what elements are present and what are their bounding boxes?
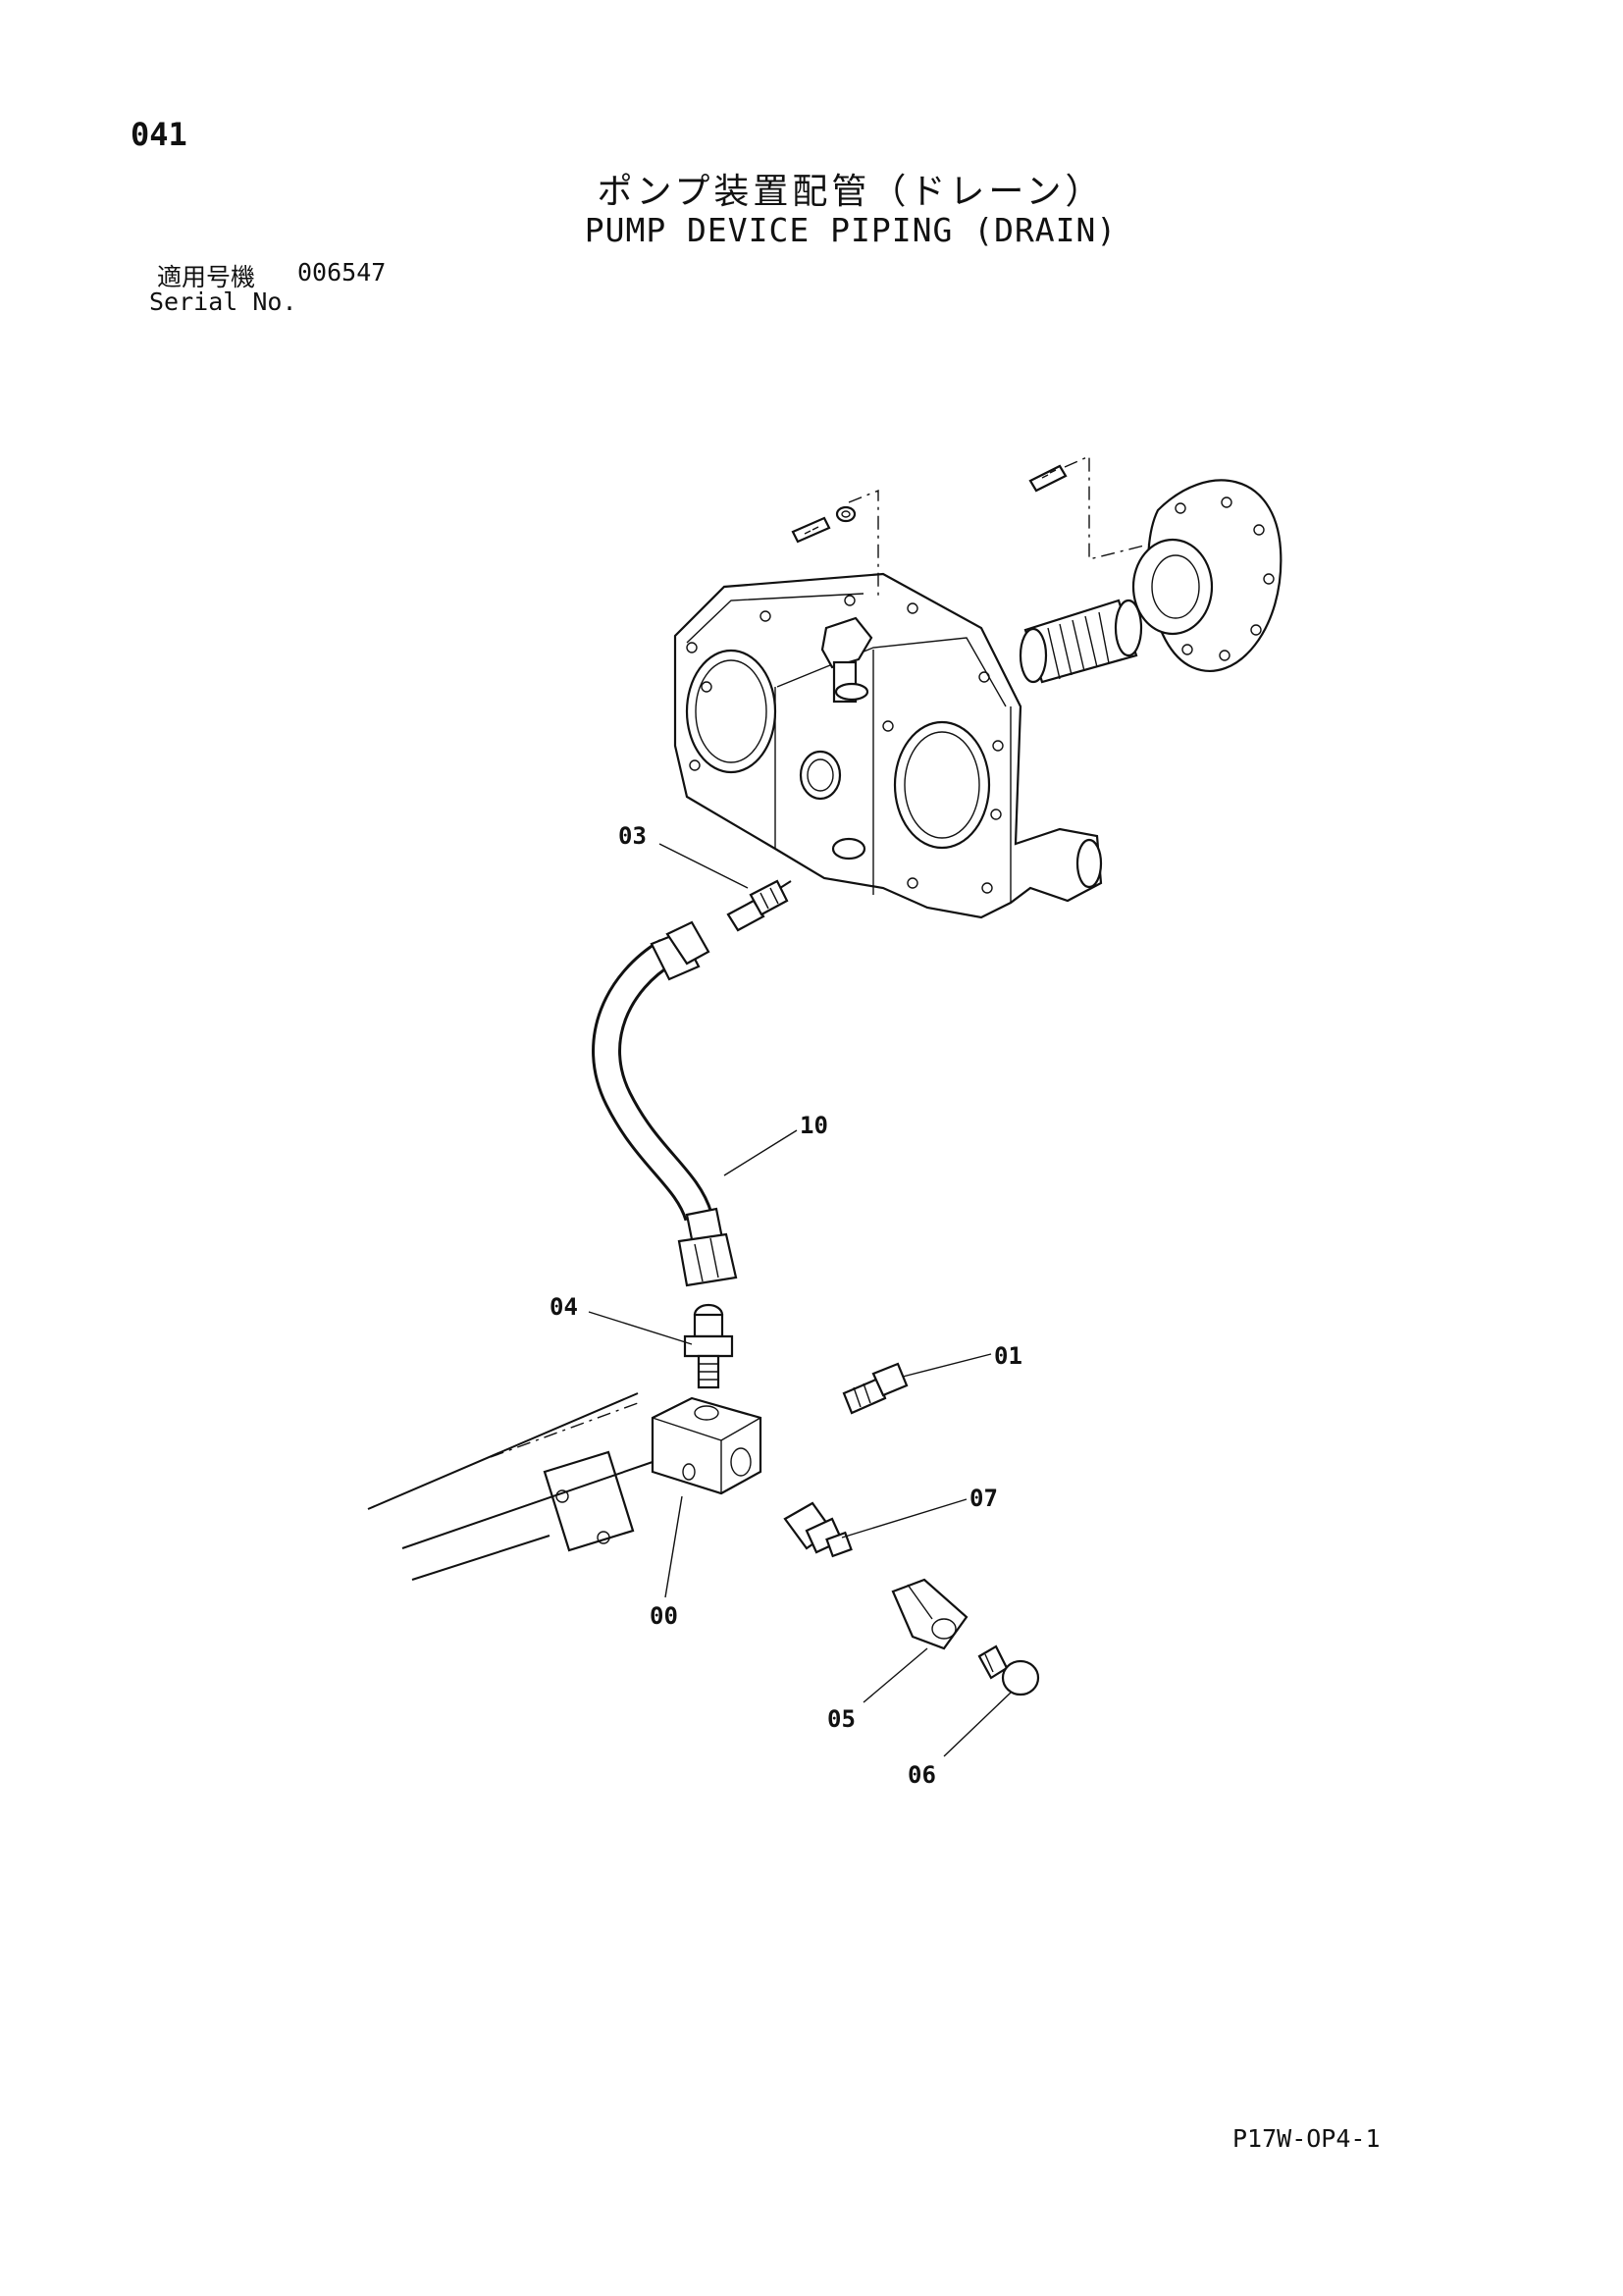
pump-gear-housing <box>673 572 1103 919</box>
callout-06: 06 <box>908 1761 936 1789</box>
page-title-english: PUMP DEVICE PIPING (DRAIN) <box>584 211 1118 249</box>
part-10-drain-hose <box>592 920 738 1287</box>
serial-number-value: 006547 <box>297 258 387 287</box>
part-00-junction-block <box>651 1396 762 1495</box>
callout-00: 00 <box>650 1602 678 1630</box>
spline-shaft <box>1019 599 1143 684</box>
part-04-adapter <box>683 1303 734 1389</box>
flange-bolt <box>1028 454 1149 560</box>
page-title-japanese: ポンプ装置配管（ドレーン） <box>597 172 1105 212</box>
leader-line-04 <box>588 1311 693 1345</box>
leader-line-03 <box>658 843 749 889</box>
page-number: 041 <box>131 116 187 153</box>
leader-line-07 <box>841 1498 968 1539</box>
callout-07: 07 <box>969 1485 998 1512</box>
part-06-bolt <box>977 1644 1040 1696</box>
leader-line-00 <box>664 1495 683 1598</box>
callout-04: 04 <box>550 1293 578 1321</box>
callout-03: 03 <box>618 822 647 850</box>
callout-01: 01 <box>994 1342 1022 1370</box>
part-01-plug <box>842 1362 909 1415</box>
part-03-connector <box>726 879 792 932</box>
leader-line-06 <box>943 1692 1012 1757</box>
callout-10: 10 <box>800 1112 828 1139</box>
coupling-flange <box>1131 479 1283 672</box>
leader-line-05 <box>863 1647 928 1703</box>
callout-05: 05 <box>827 1705 856 1733</box>
part-05-clamp <box>891 1578 969 1650</box>
part-07-fitting <box>783 1501 853 1558</box>
document-code: P17W-OP4-1 <box>1232 2124 1381 2153</box>
frame-outline-lines <box>367 1392 654 1581</box>
leader-line-10 <box>723 1129 798 1176</box>
serial-label-english: Serial No. <box>149 287 297 316</box>
serial-label-japanese: 適用号機 <box>157 263 256 291</box>
housing-bolt-and-washer <box>791 489 879 599</box>
mounting-plate <box>543 1450 635 1552</box>
leader-line-01 <box>902 1353 992 1378</box>
